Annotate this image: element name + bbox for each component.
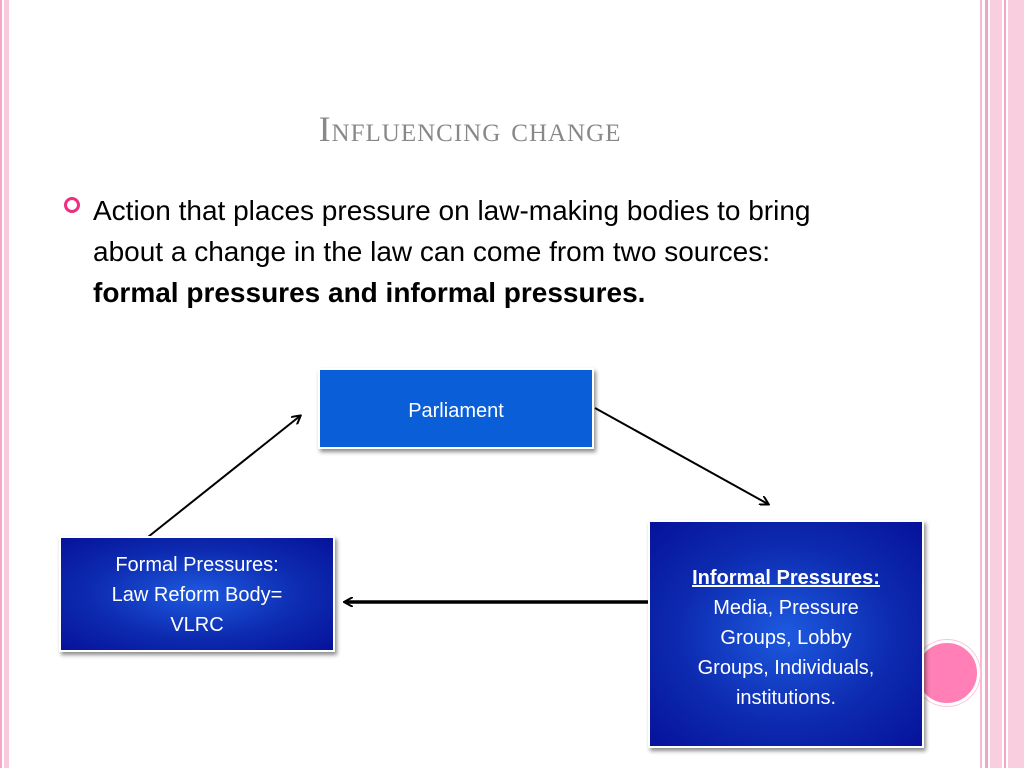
informal-pressures-box: Informal Pressures: Media, Pressure Grou… — [648, 520, 924, 748]
informal-line-2: Groups, Lobby — [720, 627, 852, 649]
formal-line-2: Law Reform Body= — [111, 584, 283, 606]
formal-line-3: VLRC — [170, 614, 224, 636]
arrow-parliament-to-informal — [594, 407, 768, 504]
parliament-box: Parliament — [318, 368, 594, 449]
bullet-text: Action that places pressure on law-makin… — [93, 190, 853, 313]
formal-line-1: Formal Pressures: — [115, 554, 279, 576]
formal-pressures-box: Formal Pressures: Law Reform Body= VLRC — [59, 536, 335, 652]
arrow-formal-to-parliament — [147, 416, 300, 538]
informal-line-4: institutions. — [735, 687, 837, 709]
right-decorative-stripes — [976, 0, 1024, 768]
slide-title: Influencing change — [318, 109, 622, 149]
informal-line-3: Groups, Individuals, — [697, 657, 875, 679]
bullet-text-plain: Action that places pressure on law-makin… — [93, 195, 811, 267]
informal-line-1: Media, Pressure — [713, 597, 859, 619]
informal-heading: Informal Pressures: — [692, 567, 880, 589]
bullet-text-bold: formal pressures and informal pressures. — [93, 277, 646, 308]
pink-circle-decoration — [914, 640, 980, 706]
left-decorative-stripe — [0, 0, 9, 768]
bullet-circle-icon — [64, 197, 80, 213]
parliament-label: Parliament — [408, 400, 504, 422]
